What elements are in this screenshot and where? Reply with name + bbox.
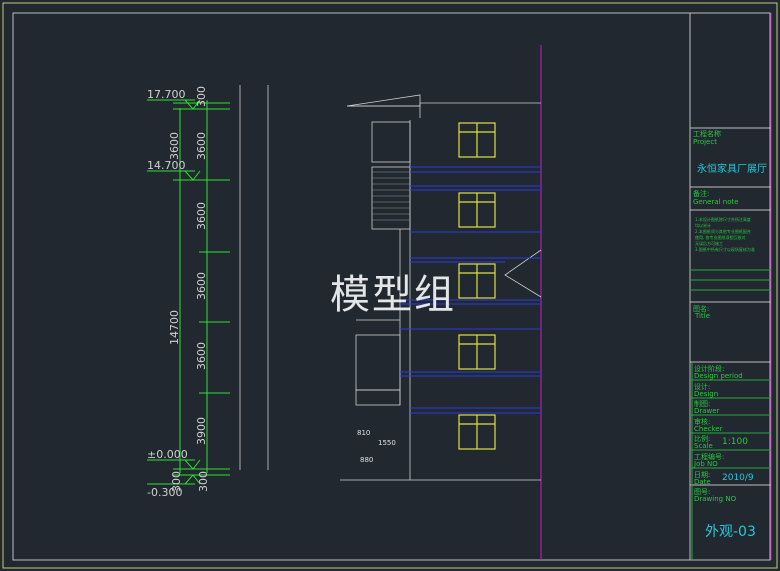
scale-en: Scale bbox=[694, 442, 713, 450]
job-label: 工程编号: bbox=[694, 453, 725, 461]
date-label: 日期: bbox=[694, 471, 711, 479]
dim-top: 3600 bbox=[168, 132, 181, 160]
watermark: 模型组 bbox=[330, 272, 456, 318]
drawing-label: 图号: bbox=[694, 488, 711, 496]
drawer-label: 制图: bbox=[694, 400, 711, 408]
design-en: Design bbox=[694, 390, 719, 398]
elevation-zero: ±0.000 bbox=[147, 448, 188, 461]
note-label: 备注: bbox=[693, 190, 710, 198]
dim-4: 3600 bbox=[195, 342, 208, 370]
windows bbox=[458, 122, 496, 450]
dimension-text: 17.700 14.700 ±0.000 -0.300 14700 3600 3… bbox=[147, 86, 210, 499]
elevation-14700: 14.700 bbox=[147, 159, 186, 172]
dim-5: 3900 bbox=[195, 417, 208, 445]
date-value: 2010/9 bbox=[722, 473, 754, 483]
project-name: 永恒家具厂展厅 bbox=[697, 164, 767, 175]
scale-value: 1:100 bbox=[722, 437, 748, 447]
design-label: 设计: bbox=[694, 383, 711, 391]
hatching bbox=[372, 171, 410, 221]
job-en: Job NO bbox=[694, 460, 718, 468]
dimension-lines bbox=[147, 99, 230, 485]
elevation-minus: -0.300 bbox=[147, 486, 182, 499]
detail-dims: 810 1550 880 bbox=[357, 429, 396, 464]
project-label: 工程名称 bbox=[693, 130, 721, 138]
date-en: Date bbox=[694, 478, 711, 486]
svg-text:810: 810 bbox=[357, 429, 370, 437]
dim-2: 3600 bbox=[195, 202, 208, 230]
design-period-en: Design period bbox=[694, 372, 743, 380]
scale-label: 比例: bbox=[694, 435, 711, 443]
checker-label: 审核: bbox=[694, 418, 711, 426]
floor-lines bbox=[400, 166, 541, 414]
dim-3: 3600 bbox=[195, 272, 208, 300]
drawing-en: Drawing NO bbox=[694, 495, 737, 503]
drawing-number: 外观-03 bbox=[705, 524, 756, 540]
dim-300c: 300 bbox=[197, 471, 210, 492]
elevation-top: 17.700 bbox=[147, 88, 186, 101]
project-label-en: Project bbox=[693, 138, 717, 146]
title-block-green-lines bbox=[690, 269, 771, 560]
dim-1: 3600 bbox=[195, 132, 208, 160]
dim-300a: 300 bbox=[195, 86, 208, 107]
inner-frame bbox=[12, 12, 771, 561]
notes: 1.本设计图纸除尺寸外所注高度 均以米计 2.本图纸须与其他专业图纸配合 使用,… bbox=[695, 217, 755, 252]
drawer-en: Drawer bbox=[694, 407, 720, 415]
note-label-en: General note bbox=[693, 198, 739, 206]
dim-total: 14700 bbox=[168, 310, 181, 345]
svg-text:880: 880 bbox=[360, 456, 373, 464]
checker-en: Checker bbox=[694, 425, 723, 433]
title-label: 图名: bbox=[693, 305, 710, 313]
dim-300b: 300 bbox=[170, 471, 183, 492]
design-period-label: 设计阶段: bbox=[694, 365, 725, 373]
title-label-en: Title bbox=[695, 312, 711, 320]
svg-text:1550: 1550 bbox=[378, 439, 396, 447]
title-block-grid bbox=[690, 127, 771, 486]
